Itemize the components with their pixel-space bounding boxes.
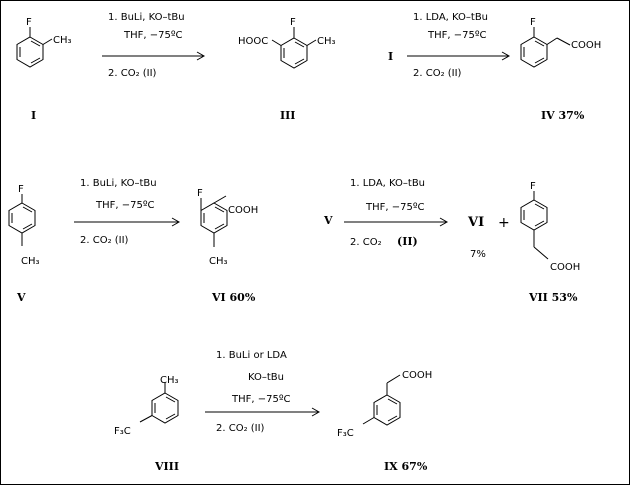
label-V: V bbox=[16, 291, 26, 304]
label-III: III bbox=[280, 109, 295, 122]
r3-step1: 1. BuLi, KO–tBu bbox=[80, 178, 157, 189]
r2-step2: 2. CO₂ (II) bbox=[413, 68, 462, 79]
molecule-IX: COOH F₃C bbox=[337, 370, 432, 439]
label-VI: VI 60% bbox=[211, 291, 256, 304]
r1-step1: 1. BuLi, KO–tBu bbox=[108, 12, 185, 23]
r1-step2: 2. CO₂ (II) bbox=[108, 68, 157, 79]
molecule-III: F CH₃ HOOC bbox=[238, 17, 336, 69]
r3-cond: THF, −75ºC bbox=[95, 200, 155, 211]
molecule-VI: F COOH CH₃ bbox=[197, 188, 258, 267]
atom-HOOC: HOOC bbox=[238, 36, 268, 47]
reaction-5-conditions: 1. BuLi or LDA KO–tBu THF, −75ºC 2. CO₂ … bbox=[205, 350, 321, 434]
reaction-1-conditions: 1. BuLi, KO–tBu THF, −75ºC 2. CO₂ (II) bbox=[102, 12, 206, 79]
r1-cond: THF, −75ºC bbox=[123, 30, 183, 41]
atom-CH3: CH₃ bbox=[160, 375, 179, 386]
atom-F3C: F₃C bbox=[337, 428, 354, 439]
atom-F: F bbox=[530, 181, 536, 192]
atom-COOH: COOH bbox=[571, 40, 601, 51]
atom-CH3: CH₃ bbox=[21, 256, 40, 267]
atom-F: F bbox=[197, 188, 203, 199]
molecule-V: F CH₃ bbox=[8, 184, 40, 267]
reaction-2-conditions: I 1. LDA, KO–tBu THF, −75ºC 2. CO₂ (II) bbox=[388, 12, 511, 79]
molecule-I: F CH₃ bbox=[16, 17, 72, 68]
atom-F: F bbox=[290, 17, 296, 28]
r5-step1: 1. BuLi or LDA bbox=[216, 350, 287, 361]
r4-step2-ref: (II) bbox=[397, 235, 418, 248]
molecule-VII: F COOH bbox=[520, 181, 580, 273]
atom-F: F bbox=[26, 17, 32, 28]
atom-F3C: F₃C bbox=[114, 426, 131, 437]
label-I: I bbox=[31, 109, 36, 122]
atom-COOH: COOH bbox=[228, 205, 258, 216]
atom-COOH: COOH bbox=[402, 370, 432, 381]
r5-step1b: KO–tBu bbox=[248, 372, 284, 383]
r4-product-VI: VI bbox=[467, 215, 484, 230]
label-IX: IX 67% bbox=[384, 460, 428, 473]
r4-cond: THF, −75ºC bbox=[365, 202, 425, 213]
molecule-VIII: CH₃ F₃C bbox=[114, 375, 179, 437]
atom-CH3: CH₃ bbox=[209, 256, 228, 267]
label-VII: VII 53% bbox=[528, 291, 578, 304]
r2-reactant: I bbox=[388, 50, 393, 63]
atom-CH3: CH₃ bbox=[53, 35, 72, 46]
r2-step1: 1. LDA, KO–tBu bbox=[413, 12, 488, 23]
r4-yield: 7% bbox=[470, 249, 486, 260]
reaction-4-conditions: V 1. LDA, KO–tBu THF, −75ºC 2. CO₂ (II) … bbox=[323, 178, 510, 260]
molecule-IV: F COOH bbox=[520, 17, 601, 68]
label-VIII: VIII bbox=[154, 460, 179, 473]
atom-COOH: COOH bbox=[550, 262, 580, 273]
atom-F: F bbox=[18, 184, 24, 195]
label-IV: IV 37% bbox=[541, 109, 585, 122]
r2-cond: THF, −75ºC bbox=[427, 30, 487, 41]
r5-cond: THF, −75ºC bbox=[231, 394, 291, 405]
r5-step2: 2. CO₂ (II) bbox=[216, 423, 265, 434]
r4-step1: 1. LDA, KO–tBu bbox=[350, 178, 425, 189]
atom-CH3: CH₃ bbox=[317, 36, 336, 47]
r3-step2: 2. CO₂ (II) bbox=[80, 235, 129, 246]
r4-plus: + bbox=[498, 215, 510, 231]
atom-F: F bbox=[530, 17, 536, 28]
r4-step2: 2. CO₂ bbox=[350, 237, 382, 248]
r4-reactant: V bbox=[323, 214, 333, 227]
reaction-3-conditions: 1. BuLi, KO–tBu THF, −75ºC 2. CO₂ (II) bbox=[74, 178, 181, 246]
